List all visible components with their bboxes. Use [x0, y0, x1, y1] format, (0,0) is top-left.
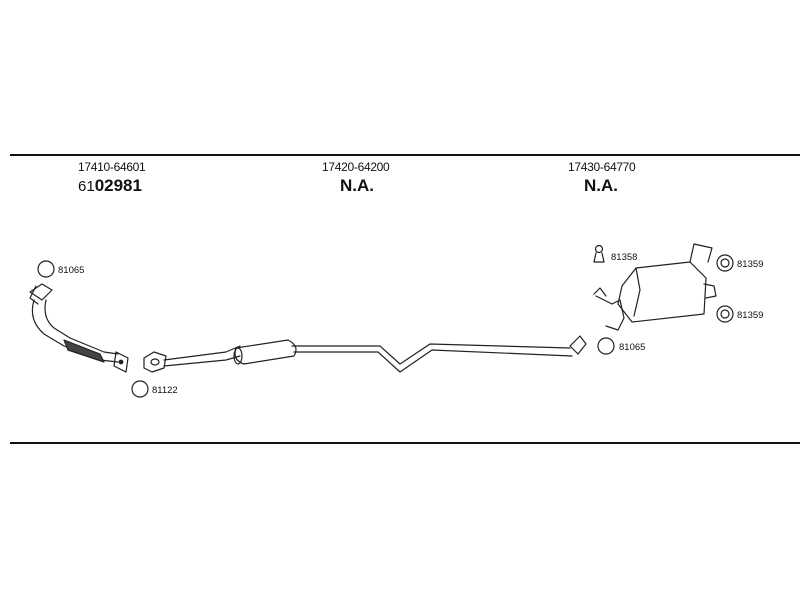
- callout-label-bolt: 81358: [611, 252, 638, 263]
- callout-label-clamp-lower: 81359: [737, 310, 764, 321]
- center-pipe-flange-opening: [150, 358, 160, 366]
- rear-muffler-tail-pipe: [703, 283, 717, 299]
- center-pipe-code: N.A.: [340, 176, 374, 195]
- front-pipe-flex-joint: [63, 339, 105, 363]
- center-pipe-front-upper: [163, 345, 241, 361]
- front-pipe-top-flange: [29, 283, 53, 301]
- resonator-front-cap: [233, 347, 243, 365]
- center-pipe: [143, 335, 587, 373]
- rear-muffler-inlet-pipe: [595, 295, 625, 331]
- callout-label-ring-top-left: 81065: [58, 265, 85, 276]
- ring-gasket-icon-rear: [597, 337, 615, 355]
- front-pipe-upper-edge: [31, 299, 119, 363]
- front-pipe-outlet-flange: [113, 351, 129, 373]
- bottom-divider-line: [10, 442, 800, 444]
- front-pipe-part-number: 17410-64601: [78, 160, 146, 174]
- callout-label-ring-bottom-left: 81122: [152, 385, 178, 396]
- clamp-icon-lower: [716, 305, 734, 323]
- center-pipe-inlet-flange: [143, 351, 167, 373]
- rear-muffler: [593, 243, 717, 331]
- rear-muffler-inlet-flange: [593, 287, 607, 297]
- bolt-icon: [593, 244, 605, 263]
- rear-muffler-part-number: 17430-64770: [568, 160, 636, 174]
- center-pipe-rear-lower: [293, 349, 573, 373]
- clamp-icon-upper: [716, 254, 734, 272]
- front-pipe-flange-bolt-hole: [118, 359, 124, 365]
- callout-label-clamp-upper: 81359: [737, 259, 764, 270]
- center-pipe-outlet-flange: [569, 335, 587, 355]
- front-pipe-gasket-flange: [29, 285, 39, 305]
- callout-label-ring-rear: 81065: [619, 342, 646, 353]
- front-pipe-code: 6102981: [78, 176, 142, 196]
- rear-muffler-front-seam: [633, 267, 641, 317]
- center-pipe-front-lower: [163, 355, 241, 367]
- center-pipe-rear-upper: [291, 343, 571, 365]
- center-pipe-part-number: 17420-64200: [322, 160, 390, 174]
- top-divider-line: [10, 154, 800, 156]
- rear-muffler-body: [617, 261, 707, 323]
- front-pipe-lower-edge: [44, 299, 119, 355]
- resonator-body: [234, 339, 297, 365]
- rear-muffler-hanger-bracket: [689, 243, 713, 263]
- rear-muffler-code: N.A.: [584, 176, 618, 195]
- ring-gasket-icon-top-left: [37, 260, 55, 278]
- front-pipe-code-prefix: 61: [78, 178, 95, 195]
- front-pipe: [29, 283, 129, 373]
- front-pipe-code-number: 02981: [94, 176, 142, 195]
- ring-gasket-icon-bottom-left: [131, 380, 149, 398]
